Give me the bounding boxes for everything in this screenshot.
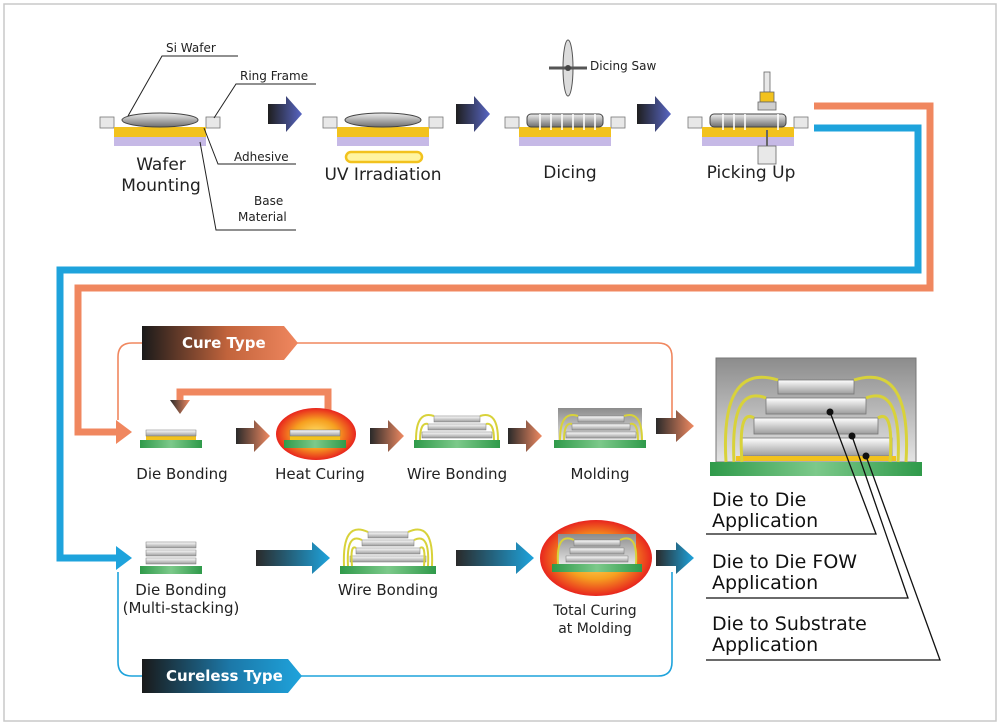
cureless-type-banner	[142, 659, 302, 693]
cure-type-outline	[296, 342, 673, 422]
dicing-saw-label: Dicing Saw	[590, 59, 657, 73]
die-bonding-illustration	[140, 429, 202, 448]
uv-irradiation-label: UV Irradiation	[324, 165, 442, 185]
dicing-illustration	[504, 113, 626, 146]
cureless-type-banner-label: Cureless Type	[166, 667, 283, 685]
flow-arrow	[256, 542, 330, 574]
stacked-package-illustration	[710, 357, 922, 476]
cure-type-banner	[142, 326, 298, 360]
heat-curing-illustration	[276, 408, 356, 460]
die-bonding-multistack-illustration	[140, 541, 202, 574]
app-die-to-die-fow-line1: Die to Die FOW	[712, 551, 858, 573]
app-die-to-die-line1: Die to Die	[712, 489, 807, 511]
flow-arrow	[370, 420, 404, 452]
picking-up-illustration	[687, 71, 809, 165]
cure-path-arrowhead	[116, 420, 132, 444]
dicing-label: Dicing	[543, 163, 597, 183]
molding-label: Molding	[570, 465, 630, 483]
base-material-label-line2: Material	[238, 210, 287, 224]
base-material-label-line1: Base	[254, 194, 284, 208]
total-curing-label-line2: at Molding	[558, 621, 632, 637]
cure-type-outline-left	[117, 342, 142, 420]
dicing-saw-icon	[549, 39, 587, 97]
cureless-type-path	[56, 124, 922, 562]
total-curing-label-line1: Total Curing	[553, 603, 637, 619]
wafer-mounting-label-line2: Mounting	[121, 176, 201, 196]
app-die-to-die-line2: Application	[712, 510, 819, 532]
uv-irradiation-illustration	[322, 112, 444, 164]
app-die-to-substrate-line1: Die to Substrate	[712, 613, 867, 635]
app-die-to-substrate-line2: Application	[712, 634, 819, 656]
ring-frame-label: Ring Frame	[240, 69, 309, 83]
step-arrow	[637, 96, 671, 132]
die-bonding-multistack-label-line1: Die Bonding	[135, 581, 227, 599]
step-arrow	[456, 96, 490, 132]
wire-bonding-multistack-illustration	[340, 528, 436, 574]
application-leader-lines	[706, 411, 941, 661]
cure-type-banner-label: Cure Type	[182, 334, 266, 352]
si-wafer-label: Si Wafer	[166, 41, 216, 55]
adhesive-label: Adhesive	[234, 150, 289, 164]
cure-type-path	[74, 102, 934, 436]
flow-arrow	[236, 420, 270, 452]
flow-arrow	[656, 410, 694, 442]
return-arrow	[170, 388, 332, 414]
wafer-callout-lines	[127, 55, 316, 231]
flow-arrow	[456, 542, 534, 574]
wafer-mounting-illustration	[99, 112, 221, 146]
die-bonding-multistack-label-line2: (Multi-stacking)	[122, 599, 240, 617]
outer-frame	[3, 3, 997, 722]
picking-up-label: Picking Up	[706, 163, 796, 183]
total-curing-illustration	[540, 520, 652, 596]
wafer-mounting-label-line1: Wafer	[136, 155, 186, 175]
heat-curing-label: Heat Curing	[275, 465, 365, 483]
cureless-type-outline	[117, 572, 673, 677]
wire-bonding-label: Wire Bonding	[406, 465, 508, 483]
cureless-path-arrowhead	[116, 546, 132, 570]
flow-arrow	[508, 420, 542, 452]
app-die-to-die-fow-line2: Application	[712, 572, 819, 594]
molding-illustration	[554, 408, 646, 448]
wire-bonding-illustration	[414, 414, 500, 448]
flow-arrow	[656, 542, 694, 574]
die-bonding-label: Die Bonding	[136, 465, 228, 483]
step-arrow	[268, 96, 302, 132]
wire-bonding-multistack-label: Wire Bonding	[337, 581, 439, 599]
